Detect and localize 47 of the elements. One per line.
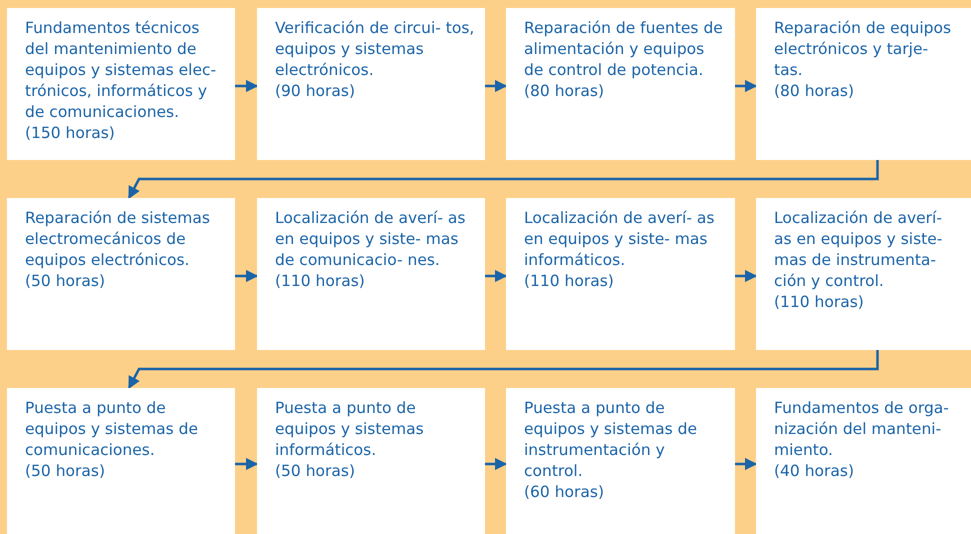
process-box [756, 388, 971, 534]
step-description: Fundamentos de orga- nización del manteni- miento. [774, 398, 950, 461]
process-box [7, 8, 235, 160]
arrow [485, 458, 508, 470]
duration-text: (110 horas) [524, 271, 615, 292]
step-description: Verificación de circui- tos, equipos y sistemas electrónicos. [275, 18, 475, 81]
arrow [235, 458, 258, 470]
duration-text: (150 horas) [25, 123, 116, 144]
process-box [7, 388, 235, 534]
duration-text: (60 horas) [524, 482, 605, 503]
arrow [485, 80, 508, 92]
process-box [506, 388, 735, 534]
arrow [235, 270, 258, 282]
step-description: Reparación de sistemas electromecánicos de equipos electrónicos. [25, 208, 211, 271]
step-description: Puesta a punto de equipos y sistemas informáticos. [275, 398, 425, 461]
arrow [735, 80, 758, 92]
step-description: Reparación de equipos electrónicos y tarje- tas. [774, 18, 952, 81]
duration-text: (110 horas) [275, 271, 366, 292]
step-description: Reparación de fuentes de alimentación y equipos de control de potencia. [524, 18, 724, 81]
process-box [257, 8, 485, 160]
arrow [735, 458, 758, 470]
step-description: Puesta a punto de equipos y sistemas de instrumentación y control. [524, 398, 698, 482]
arrow [485, 270, 508, 282]
process-box [506, 8, 735, 160]
duration-text: (110 horas) [774, 292, 865, 313]
duration-text: (40 horas) [774, 461, 855, 482]
duration-text: (50 horas) [275, 461, 356, 482]
process-box [257, 198, 485, 350]
step-description: Puesta a punto de equipos y sistemas de comunicaciones. [25, 398, 199, 461]
duration-text: (90 horas) [275, 81, 356, 102]
process-box [257, 388, 485, 534]
process-box [756, 198, 971, 350]
process-box [506, 198, 735, 350]
duration-text: (50 horas) [25, 271, 106, 292]
process-box [7, 198, 235, 350]
duration-text: (50 horas) [25, 461, 106, 482]
step-description: Localización de averí- as en equipos y siste- mas informáticos. [524, 208, 716, 271]
step-description: Fundamentos técnicos del mantenimiento de equipos y sistemas elec- trónicos, informáticos y de comunicaciones. [25, 18, 218, 123]
arrow [128, 160, 879, 200]
arrow [735, 270, 758, 282]
arrow [128, 350, 879, 390]
duration-text: (80 horas) [524, 81, 605, 102]
duration-text: (80 horas) [774, 81, 855, 102]
arrow [235, 80, 258, 92]
process-box [756, 8, 971, 160]
step-description: Localización de averí- as en equipos y siste- mas de instrumenta- ción y control. [774, 208, 944, 292]
step-description: Localización de averí- as en equipos y siste- mas de comunicacio- nes. [275, 208, 466, 271]
